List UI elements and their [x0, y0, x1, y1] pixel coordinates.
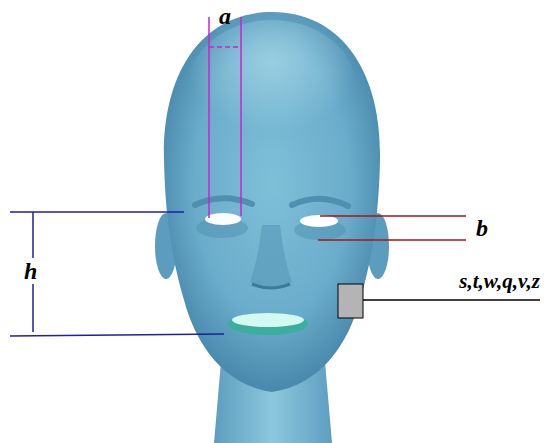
crown-highlight — [187, 20, 357, 160]
dimension-label: b — [476, 216, 488, 240]
nostrils — [252, 284, 290, 288]
dimension-label: a — [219, 4, 231, 28]
dimension-line — [209, 46, 241, 48]
skin-patch — [338, 284, 363, 318]
mouth — [232, 313, 304, 327]
dimension-line — [32, 212, 34, 258]
dimension-label: h — [24, 259, 37, 283]
left-eye — [205, 213, 241, 225]
nose — [250, 225, 292, 289]
right-eye — [300, 215, 338, 227]
right-brow — [292, 199, 348, 206]
dimension-line — [318, 239, 466, 241]
dimension-line — [32, 284, 34, 332]
left-brow — [195, 198, 252, 205]
dimension-line — [10, 211, 184, 213]
variable-label: s,t,w,q,v,z — [459, 271, 540, 292]
dimension-line — [320, 215, 466, 217]
lower-lip — [228, 313, 308, 335]
dimension-line — [10, 334, 224, 336]
dimension-line — [240, 17, 242, 216]
leader-line — [363, 299, 540, 301]
